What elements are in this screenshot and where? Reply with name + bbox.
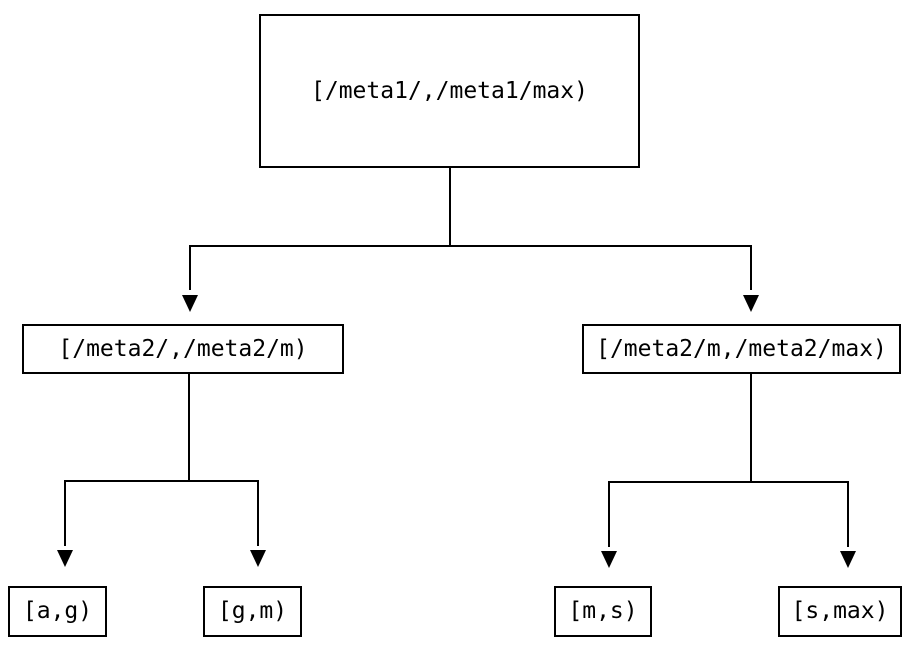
tree-node-leaf-gm: [g,m): [203, 586, 302, 637]
arrowhead-icon: [182, 295, 198, 312]
arrowhead-icon: [57, 550, 73, 567]
arrowhead-icon: [743, 295, 759, 312]
arrowhead-icon: [601, 551, 617, 568]
tree-node-left-label: [/meta2/,/meta2/m): [58, 335, 308, 362]
tree-node-root-label: [/meta1/,/meta1/max): [311, 77, 588, 104]
tree-node-right: [/meta2/m,/meta2/max): [582, 324, 901, 374]
tree-node-root: [/meta1/,/meta1/max): [259, 14, 640, 168]
tree-node-right-label: [/meta2/m,/meta2/max): [596, 335, 887, 362]
tree-node-leaf-ms: [m,s): [554, 586, 652, 637]
edge-left-children: [57, 374, 266, 567]
tree-node-leaf-smax: [s,max): [778, 586, 902, 637]
tree-node-left: [/meta2/,/meta2/m): [22, 324, 344, 374]
tree-node-leaf-gm-label: [g,m): [217, 598, 288, 624]
arrowhead-icon: [250, 550, 266, 567]
tree-node-leaf-ag-label: [a,g): [22, 598, 93, 624]
tree-node-leaf-smax-label: [s,max): [791, 598, 889, 624]
tree-node-leaf-ag: [a,g): [8, 586, 107, 637]
edge-right-children: [601, 374, 856, 568]
edge-root-children: [182, 168, 759, 312]
arrowhead-icon: [840, 551, 856, 568]
tree-node-leaf-ms-label: [m,s): [568, 598, 638, 624]
